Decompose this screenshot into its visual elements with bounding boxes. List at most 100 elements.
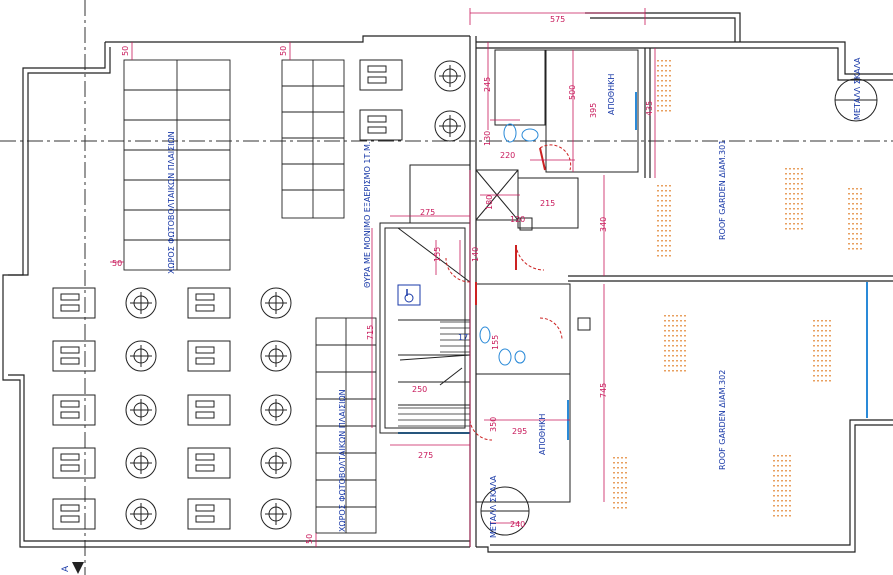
planter-dot	[852, 188, 854, 190]
planter-dot	[785, 208, 787, 210]
planter-dot	[665, 220, 667, 222]
planter-dot	[617, 467, 619, 469]
planter-dot	[664, 345, 666, 347]
planter-dot	[852, 203, 854, 205]
planter-dot	[669, 250, 671, 252]
planter-dot	[669, 100, 671, 102]
planter-dot	[676, 330, 678, 332]
planter-dot	[665, 190, 667, 192]
fan-unit	[125, 340, 157, 372]
planter-dot	[676, 345, 678, 347]
planter-dot	[856, 188, 858, 190]
planter-dot	[777, 475, 779, 477]
planter-dot	[777, 480, 779, 482]
planter-dot	[665, 95, 667, 97]
planter-dot	[801, 193, 803, 195]
glass-panels	[398, 92, 868, 440]
hvac-outdoor-unit	[187, 340, 231, 372]
hvac-vent-slot	[60, 293, 80, 301]
planter-dot	[661, 90, 663, 92]
planter-dot	[852, 213, 854, 215]
planter-dot	[817, 330, 819, 332]
right-block-walls	[476, 12, 893, 553]
planter-dot	[785, 193, 787, 195]
planter-dot	[860, 233, 862, 235]
planter-dot	[856, 213, 858, 215]
planter-dot	[625, 507, 627, 509]
planter-dot	[793, 218, 795, 220]
planter-dot	[856, 243, 858, 245]
planter-dot	[777, 485, 779, 487]
planter-dot	[661, 245, 663, 247]
planter-dot	[664, 335, 666, 337]
planter-dot	[665, 100, 667, 102]
planter-dot	[856, 208, 858, 210]
planter-dot	[669, 80, 671, 82]
planter-dot	[777, 460, 779, 462]
planter-dot	[657, 195, 659, 197]
dim-240: 240	[510, 520, 525, 529]
planter-dot	[781, 490, 783, 492]
planter-dot	[860, 193, 862, 195]
hvac-units	[52, 59, 466, 530]
planter-dot	[661, 250, 663, 252]
planter-dot	[829, 320, 831, 322]
planter-dot	[664, 350, 666, 352]
planter-dot	[665, 200, 667, 202]
planter-dot	[801, 183, 803, 185]
planter-dot	[669, 230, 671, 232]
planter-dot	[680, 330, 682, 332]
planter-dot	[621, 477, 623, 479]
planter-dot	[657, 235, 659, 237]
planter-dot	[813, 330, 815, 332]
planter-dot	[825, 350, 827, 352]
planter-dot	[777, 500, 779, 502]
planter-dot	[817, 320, 819, 322]
planter-dot	[785, 475, 787, 477]
hvac-vent-slot	[60, 304, 80, 312]
planter-dot	[777, 455, 779, 457]
hvac-vent-slot	[367, 115, 387, 123]
planter-dot	[661, 75, 663, 77]
planter-dot	[848, 238, 850, 240]
fan-unit	[260, 394, 292, 426]
planter-dot	[669, 255, 671, 257]
planter-dot	[848, 213, 850, 215]
dim-50-b: 50	[279, 46, 288, 56]
planter-dot	[785, 500, 787, 502]
planter-dot	[777, 505, 779, 507]
metal-stair-bottom	[480, 486, 530, 536]
label-roof-garden-301: ROOF GARDEN ΔΙΑΜ.301	[718, 140, 727, 240]
planter-dot	[680, 325, 682, 327]
planter-dot	[661, 95, 663, 97]
planter-dot	[781, 480, 783, 482]
planter-dot	[781, 500, 783, 502]
wheelchair-icon	[397, 284, 421, 306]
planter-dot	[785, 455, 787, 457]
dim-155-b: 155	[491, 335, 500, 350]
planter-dot	[829, 350, 831, 352]
planters	[613, 60, 862, 517]
planter-dot	[661, 255, 663, 257]
planter-dot	[625, 467, 627, 469]
planter-dot	[680, 340, 682, 342]
planter-dot	[789, 223, 791, 225]
planter-dot	[860, 208, 862, 210]
hvac-vent-slot	[195, 464, 215, 472]
planter-dot	[813, 335, 815, 337]
planter-dot	[669, 105, 671, 107]
planter-dot	[785, 510, 787, 512]
planter-dot	[785, 470, 787, 472]
dim-250: 250	[412, 385, 427, 394]
planter-dot	[860, 218, 862, 220]
planter-dot	[825, 360, 827, 362]
planter-dot	[665, 210, 667, 212]
planter-dot	[680, 345, 682, 347]
planter-dot	[801, 173, 803, 175]
planter-dot	[852, 238, 854, 240]
hvac-vent-slot	[60, 411, 80, 419]
planter-dot	[797, 228, 799, 230]
planter-dot	[821, 355, 823, 357]
hvac-outdoor-unit	[52, 340, 96, 372]
